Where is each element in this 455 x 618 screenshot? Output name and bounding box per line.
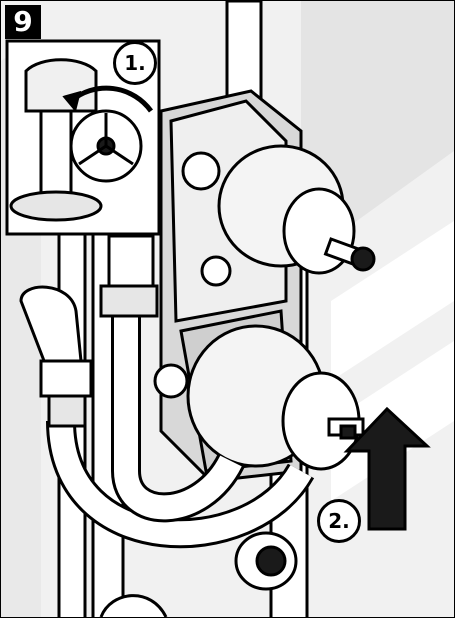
callout-step-2: 2. <box>317 499 361 543</box>
step-number-badge: 9 <box>5 5 41 39</box>
pipe-fitting-left <box>19 285 93 428</box>
pipe-fitting-top <box>99 234 159 318</box>
upper-cartridge <box>217 144 376 275</box>
bypass-pipe <box>46 301 315 549</box>
callout-step-1: 1. <box>113 41 157 85</box>
up-arrow-icon <box>343 406 431 531</box>
bottom-outlet <box>99 531 298 617</box>
lower-cartridge <box>186 324 365 471</box>
